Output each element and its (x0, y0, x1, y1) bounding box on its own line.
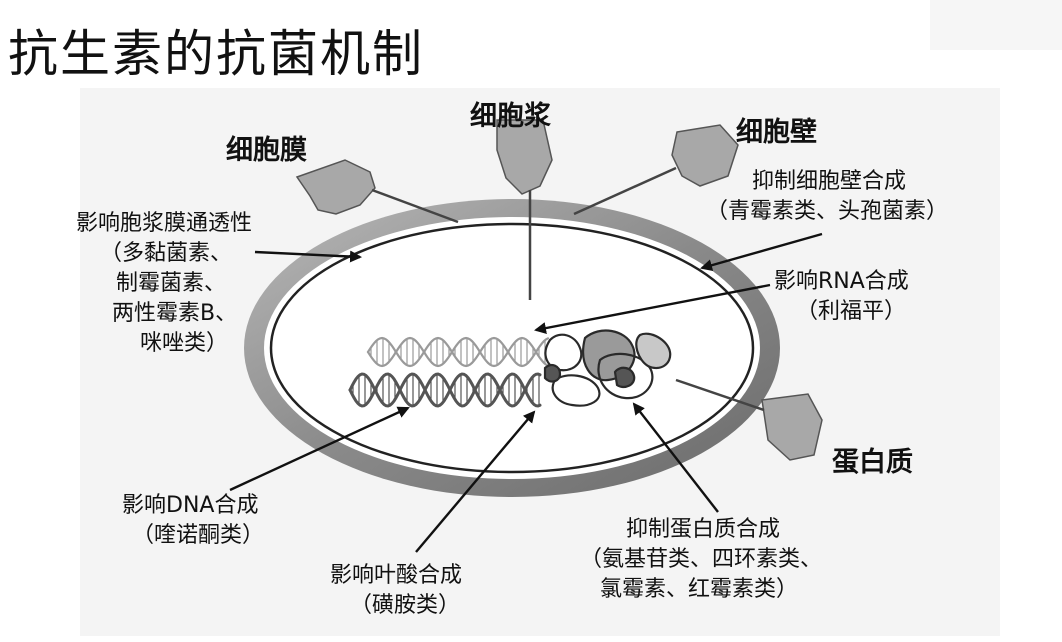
label-cytoplasm: 细胞浆 (470, 94, 551, 133)
mech-membrane-line: （多黏菌素、 (100, 240, 232, 268)
mech-protein-line: （氨基苷类、四环素类、 (580, 546, 822, 574)
label-cell-wall: 细胞壁 (736, 110, 817, 149)
mech-dna-line: （喹诺酮类） (132, 522, 264, 550)
mech-wall-line: 抑制细胞壁合成 (752, 168, 906, 196)
mech-membrane-line: 两性霉素B、 (112, 300, 237, 328)
mech-wall-line: （青霉素类、头孢菌素） (706, 198, 948, 226)
mech-protein-line: 抑制蛋白质合成 (626, 516, 780, 544)
mech-rna-line: （利福平） (796, 298, 906, 326)
mech-membrane-line: 影响胞浆膜通透性 (76, 210, 252, 238)
mech-membrane-line: 咪唑类） (140, 330, 228, 358)
mech-dna-line: 影响DNA合成 (122, 492, 258, 520)
mech-folate-line: 影响叶酸合成 (330, 562, 462, 590)
label-protein: 蛋白质 (832, 440, 913, 479)
mech-protein-line: 氯霉素、红霉素类） (600, 576, 798, 604)
label-cell-membrane: 细胞膜 (226, 128, 307, 167)
mech-rna-line: 影响RNA合成 (774, 268, 909, 296)
mech-membrane-line: 制霉菌素、 (116, 270, 226, 298)
mech-folate-line: （磺胺类） (350, 592, 460, 620)
